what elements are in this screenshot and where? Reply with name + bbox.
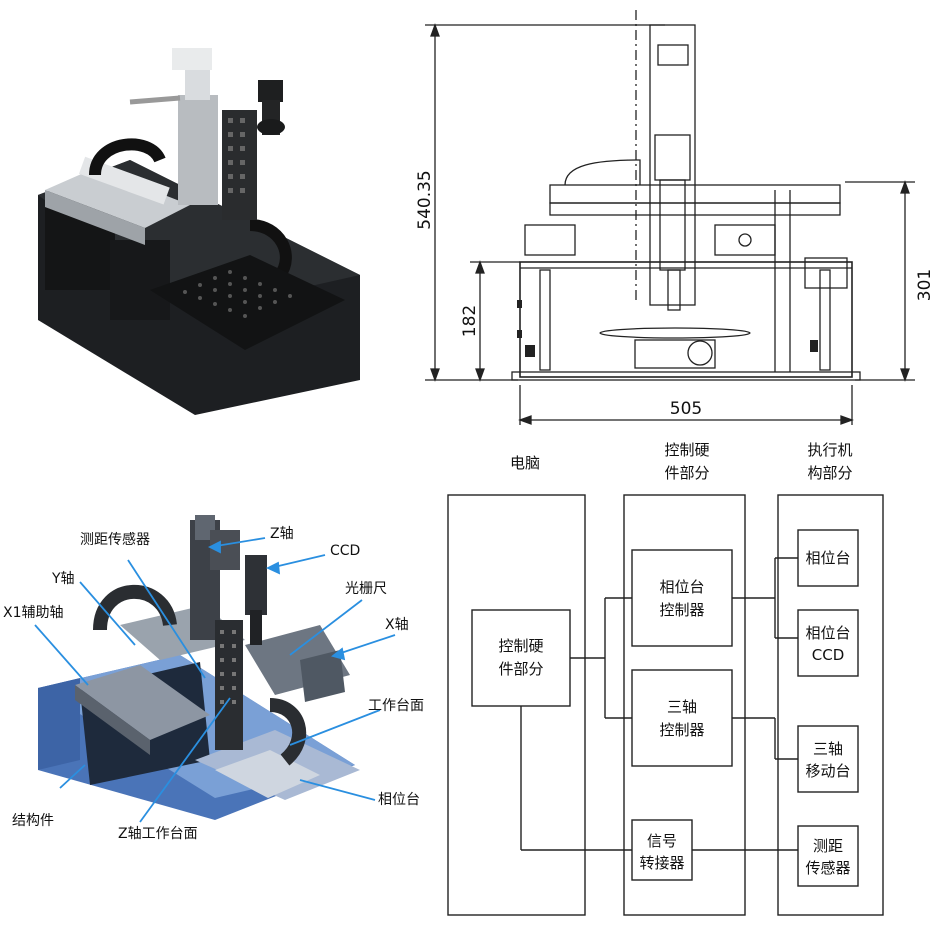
front-view-drawing: 540.35 182 301 505: [400, 0, 940, 430]
phase-ctrl-line1: 相位台: [659, 578, 704, 596]
front-view-svg: 540.35 182 301 505: [415, 10, 935, 425]
actuator-phase-ccd-line2: CCD: [812, 646, 845, 664]
column-control-hw-line2: 件部分: [664, 464, 709, 482]
label-x-axis: X轴: [385, 617, 409, 633]
schematic-3d: 测距传感器 Z轴 CCD Y轴 光栅尺 X1辅助轴 X轴 工作台面 相位台 结构…: [0, 430, 445, 941]
control-column-box: [623, 494, 746, 916]
column-computer: 电脑: [510, 454, 540, 472]
label-z-axis: Z轴: [270, 526, 294, 542]
label-z-work-surface: Z轴工作台面: [118, 826, 198, 842]
triaxis-ctrl-line2: 控制器: [659, 721, 704, 739]
label-work-surface: 工作台面: [368, 698, 424, 714]
label-grating-ruler: 光栅尺: [345, 581, 387, 597]
actuator-phase-stage: 相位台: [805, 549, 850, 567]
column-control-hw-line1: 控制硬: [664, 441, 709, 459]
label-x1-aux-axis: X1辅助轴: [3, 605, 64, 621]
product-photo: [0, 0, 400, 430]
schematic-3d-svg: 测距传感器 Z轴 CCD Y轴 光栅尺 X1辅助轴 X轴 工作台面 相位台 结构…: [3, 515, 424, 842]
dim-height-lower: 182: [460, 305, 480, 337]
product-photo-illustration: [38, 48, 360, 415]
dim-height-right: 301: [915, 269, 935, 301]
block-diagram-svg: 电脑 控制硬 件部分 执行机 构部分: [447, 441, 884, 916]
label-y-axis: Y轴: [51, 571, 75, 587]
computer-box-line2: 件部分: [498, 660, 543, 678]
signal-conv-line2: 转接器: [639, 854, 684, 872]
actuator-ranging-line2: 传感器: [805, 859, 850, 877]
triaxis-ctrl-line1: 三轴: [667, 698, 697, 716]
dim-height-total: 540.35: [415, 170, 435, 229]
actuator-phase-ccd-line1: 相位台: [805, 624, 850, 642]
actuator-ranging-line1: 测距: [813, 837, 843, 855]
label-phase-stage: 相位台: [378, 792, 420, 808]
computer-column-box: [447, 494, 586, 916]
actuator-triaxis-line1: 三轴: [813, 740, 843, 758]
signal-conv-line1: 信号: [647, 832, 677, 850]
computer-box-line1: 控制硬: [498, 637, 543, 655]
phase-ctrl-line2: 控制器: [659, 601, 704, 619]
actuator-triaxis-line2: 移动台: [805, 762, 850, 780]
label-ccd: CCD: [330, 543, 360, 559]
dim-width: 505: [670, 399, 702, 419]
block-diagram: 电脑 控制硬 件部分 执行机 构部分: [440, 430, 940, 941]
actuator-column-box: [777, 494, 884, 916]
label-structure: 结构件: [12, 813, 54, 829]
label-ranging-sensor: 测距传感器: [80, 531, 150, 548]
column-actuator-line2: 构部分: [807, 464, 852, 482]
column-actuator-line1: 执行机: [807, 441, 852, 459]
